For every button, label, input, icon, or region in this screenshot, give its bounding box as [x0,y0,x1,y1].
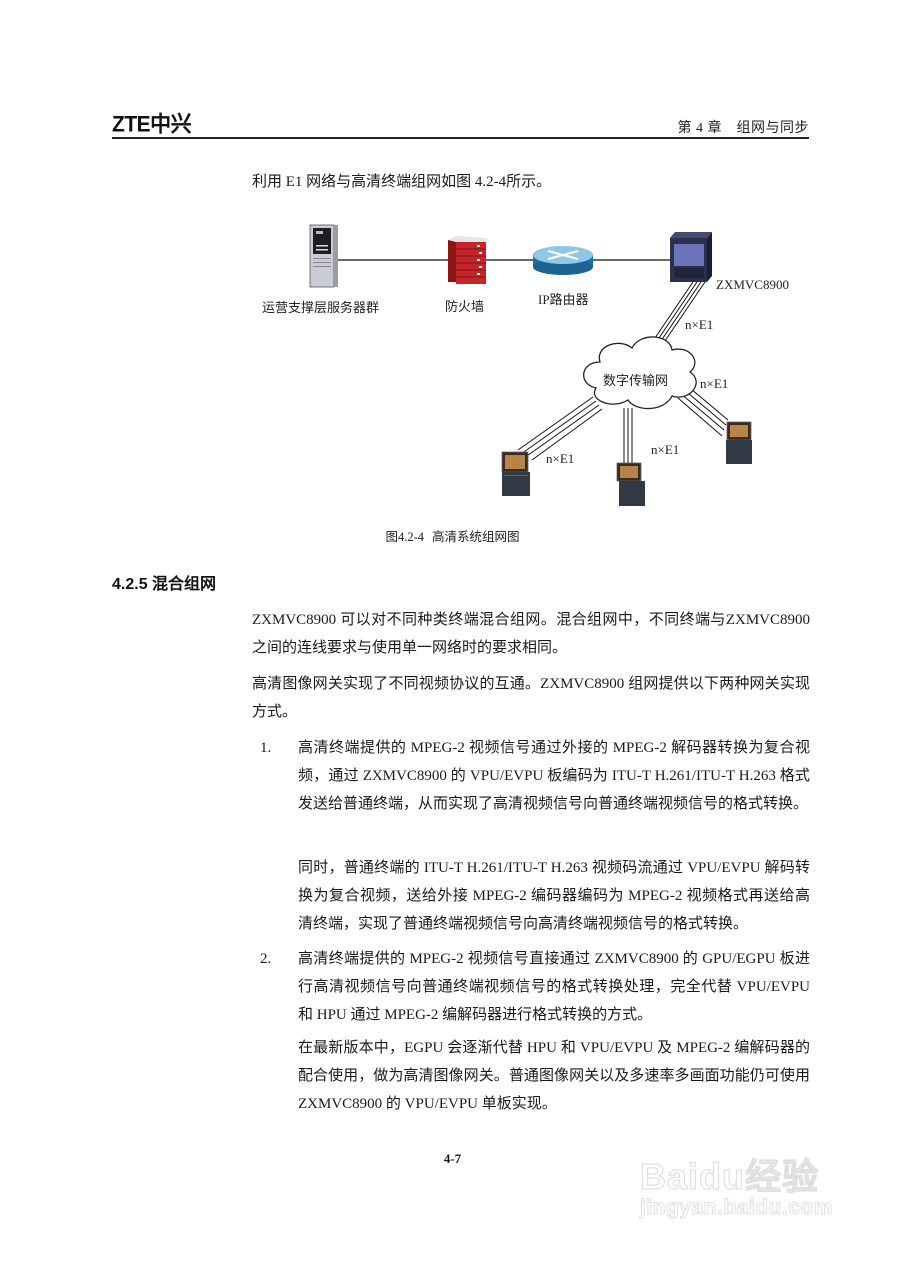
terminal-icon-middle [616,462,645,506]
figure-title: 高清系统组网图 [432,530,520,544]
label-zxmvc8900: ZXMVC8900 [716,277,789,292]
label-link-right: n×E1 [700,376,729,391]
section-heading: 4.2.5 混合组网 [112,576,217,593]
label-firewall: 防火墙 [445,299,485,314]
paragraph-text: ZXMVC8900 可以对不同种类终端混合组网。混合组网中，不同终端与ZXMVC… [252,612,810,656]
list-item-1-subparagraph: 同时，普通终端的 ITU-T H.261/ITU-T H.263 视频码流通过 … [298,860,810,932]
server-icon [309,224,338,288]
list-text: 高清终端提供的 MPEG-2 视频信号直接通过 ZXMVC8900 的 GPU/… [298,951,810,1023]
label-ip-router: IP路由器 [538,292,589,307]
network-diagram: 运营支撑层服务器群 防火墙 IP路由器 ZXMVC8900 数字传输网 n×E1… [0,0,905,520]
list-item-1: 1. 高清终端提供的 MPEG-2 视频信号通过外接的 MPEG-2 解码器转换… [260,734,810,818]
label-link-left: n×E1 [546,451,575,466]
list-number: 2. [260,951,272,967]
paragraph-text: 高清图像网关实现了不同视频协议的互通。ZXMVC8900 组网提供以下两种网关实… [252,676,810,720]
baidu-watermark: Baidu经验 jingyan.baidu.com [639,1148,833,1220]
cloud-icon [583,336,697,410]
paragraph-1: ZXMVC8900 可以对不同种类终端混合组网。混合组网中，不同终端与ZXMVC… [252,606,810,662]
list-number: 1. [260,740,272,756]
list-item-2: 2. 高清终端提供的 MPEG-2 视频信号直接通过 ZXMVC8900 的 G… [260,945,810,1029]
list-text: 高清终端提供的 MPEG-2 视频信号通过外接的 MPEG-2 解码器转换为复合… [298,740,810,812]
page-number: 4-7 [443,1151,462,1166]
zte-logo: ZTE中兴 [112,112,192,137]
label-link-mcu: n×E1 [685,317,714,332]
header-rule [112,137,809,139]
mcu-icon [670,232,712,282]
label-link-middle: n×E1 [651,442,680,457]
terminal-icon-right [726,421,752,464]
terminal-icon-left [501,451,530,496]
figure-number: 图4.2-4 [385,530,425,544]
watermark-url: jingyan.baidu.com [640,1196,833,1220]
list-item-2-subparagraph: 在最新版本中，EGPU 会逐渐代替 HPU 和 VPU/EVPU 及 MPEG-… [298,1040,810,1112]
label-digital-network: 数字传输网 [603,373,669,388]
intro-text: 利用 E1 网络与高清终端组网如图 4.2-4所示。 [252,174,552,190]
chapter-title: 第 4 章 组网与同步 [677,121,809,136]
paragraph-2: 高清图像网关实现了不同视频协议的互通。ZXMVC8900 组网提供以下两种网关实… [252,670,810,726]
router-icon [533,246,593,275]
figure-caption: 图4.2-4 高清系统组网图 [0,526,905,545]
label-server-cluster: 运营支撑层服务器群 [262,300,380,315]
firewall-icon [448,236,488,284]
watermark-brand: Baidu经验 [639,1155,820,1197]
diagram-lines [309,224,752,506]
